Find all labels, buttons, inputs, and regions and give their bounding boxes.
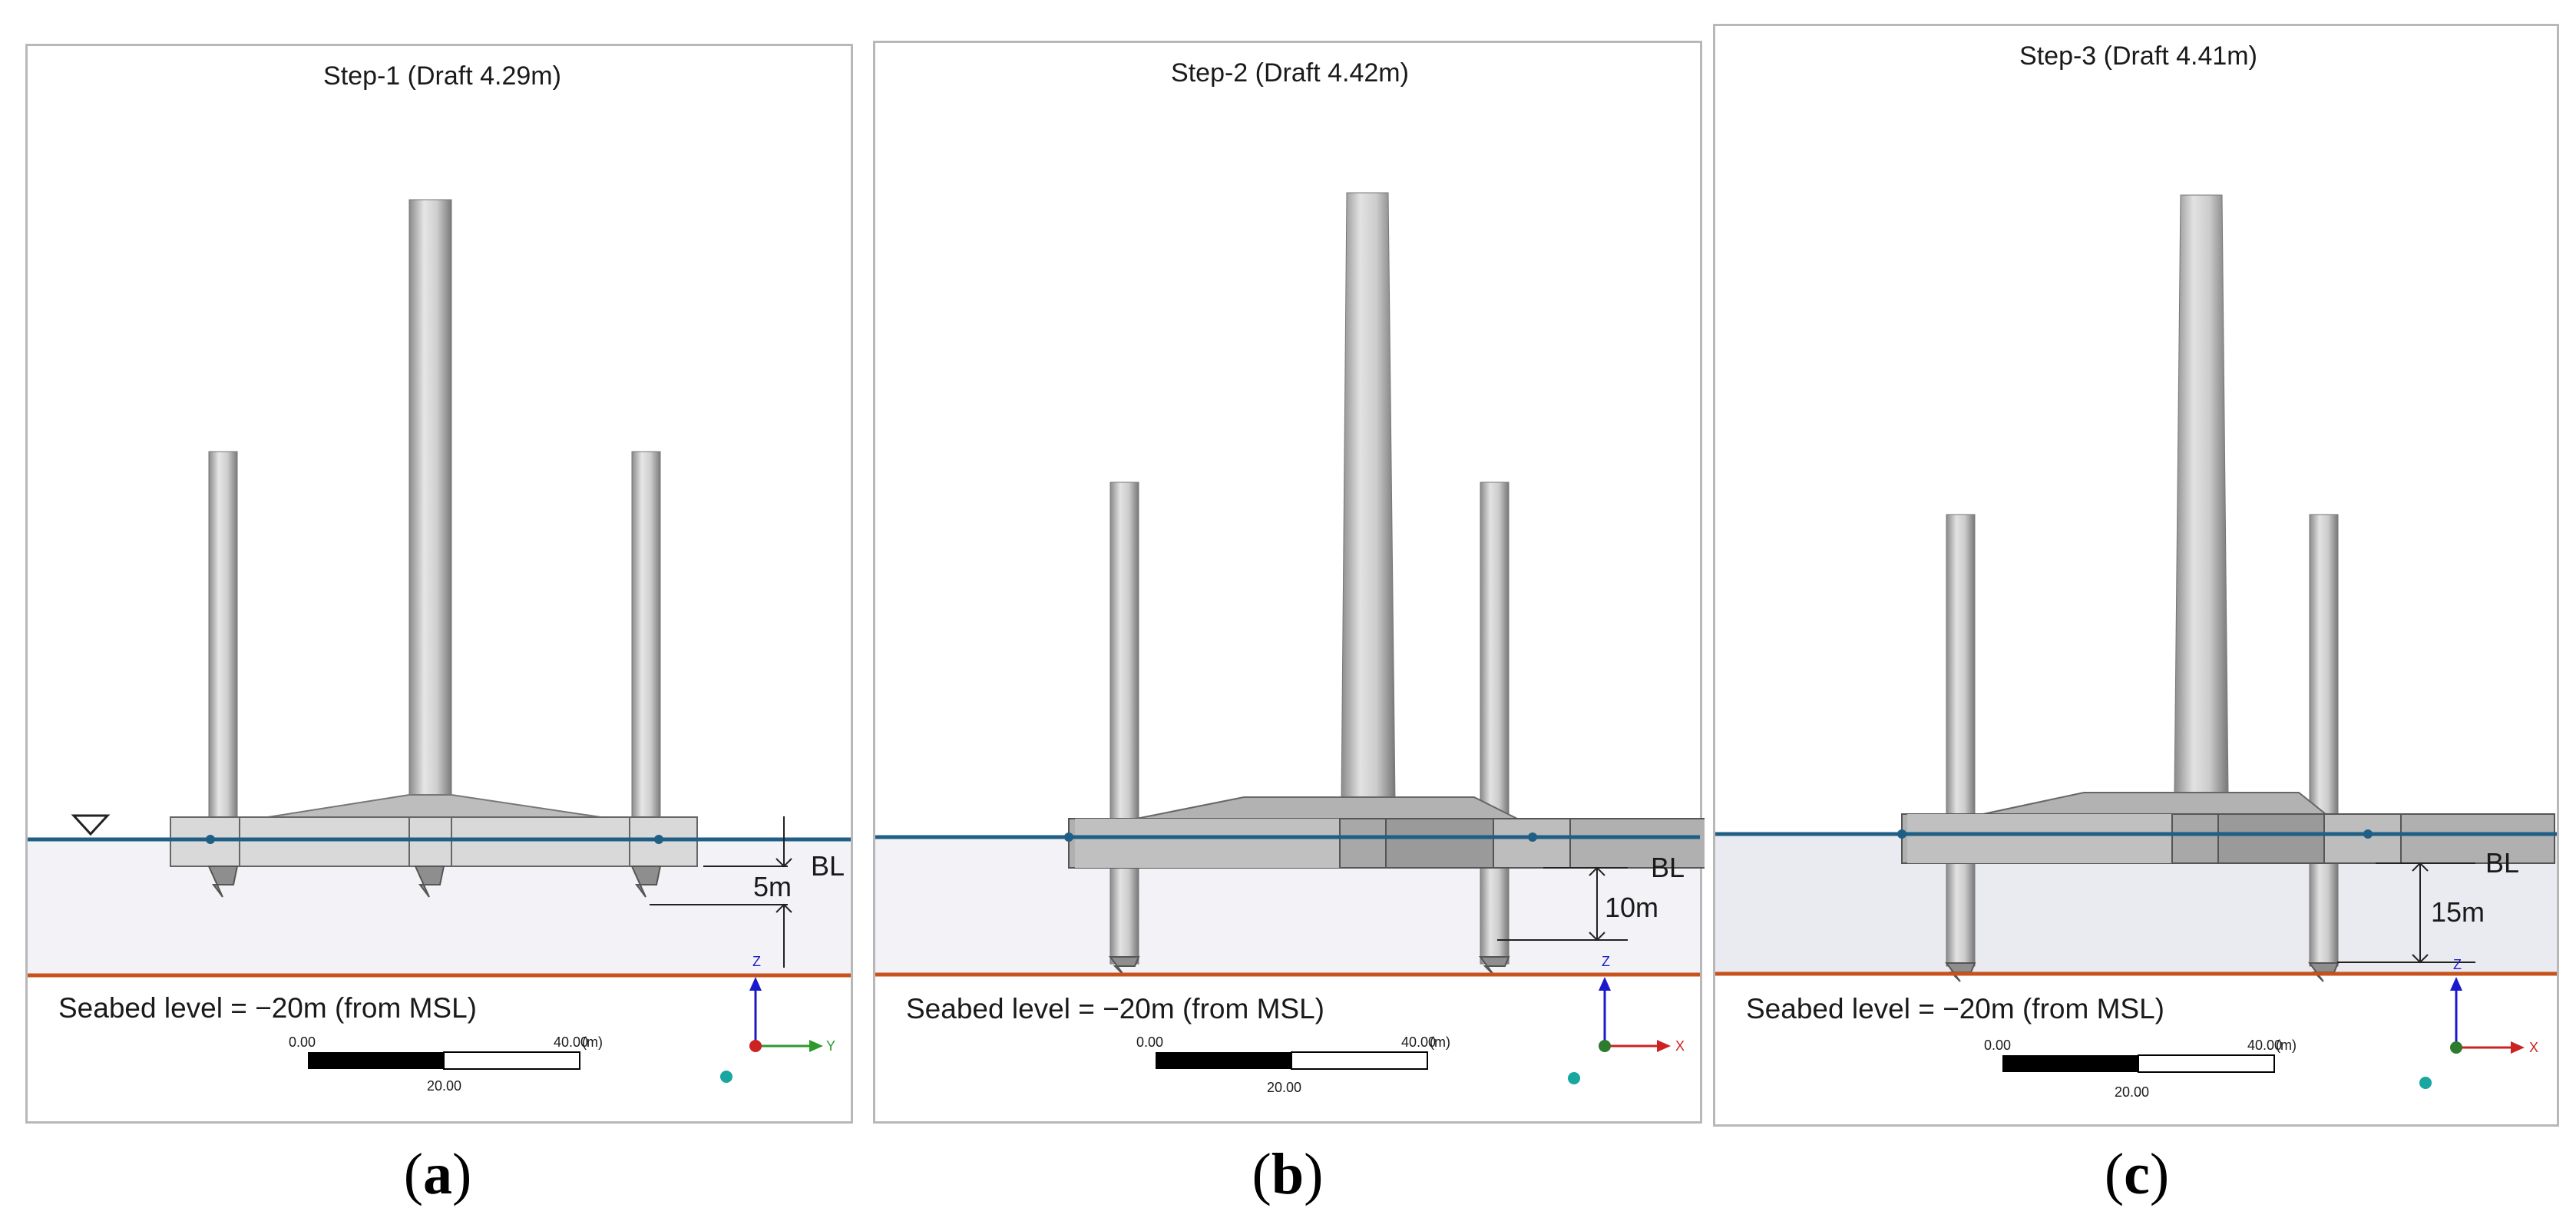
suction-tip-right [1479,956,1510,976]
central-tower [2174,194,2229,793]
axis-z-label: Z [752,954,761,969]
axis-y-label: Y [826,1038,835,1054]
scale-start-label: 0.00 [1984,1038,2011,1053]
view-orb [1568,1072,1580,1084]
scale-mid-label: 20.00 [1267,1080,1301,1095]
dimension-ref-label: BL [811,850,845,882]
seabed-label: Seabed level = −20m (from MSL) [906,993,1324,1024]
panel-step-3: Step-3 (Draft 4.41m) Seabed level = −20m… [1713,24,2559,1127]
side-column-right [631,451,661,867]
caption-c: (c) [2104,1142,2170,1206]
diagram-step-1: Step-1 (Draft 4.29m) Seabed level = −20m… [28,61,851,1094]
panel-title: Step-2 (Draft 4.42m) [1171,58,1409,88]
pontoon-slope [1128,796,1521,821]
caption-a: (a) [403,1142,472,1206]
scale-mid-label: 20.00 [427,1078,461,1094]
water-level-symbol [71,814,111,836]
scale-start-label: 0.00 [1136,1034,1163,1050]
dimension-value: 5m [753,871,792,902]
suction-tip-center [414,866,445,898]
dimension-ref-label: BL [2485,847,2519,879]
view-orb [720,1071,732,1083]
dimension-ref-label: BL [1651,852,1685,883]
side-column-left [1946,514,1976,967]
scale-end-label: 40.00 [554,1034,588,1050]
scale-unit-label: (m) [2276,1038,2297,1053]
side-column-left [1109,482,1139,965]
pontoon-slope [257,794,612,819]
scale-unit-label: (m) [582,1034,603,1050]
panel-step-2: Step-2 (Draft 4.42m) Seabed level = −20m… [873,41,1705,1124]
diagram-step-2: Step-2 (Draft 4.42m) Seabed level = −20m… [875,58,1705,1095]
scale-start-label: 0.00 [289,1034,316,1050]
side-column-right [1480,482,1510,965]
axis-z-label: Z [2453,957,2462,972]
side-column-right [2309,514,2339,967]
panel-title: Step-1 (Draft 4.29m) [323,61,561,91]
scale-end-label: 40.00 [2247,1038,2282,1053]
scale-bar-dark [308,1052,444,1069]
axis-x-label: X [1675,1038,1685,1054]
dimension-value: 15m [2431,896,2485,928]
pontoon [170,816,698,867]
axis-z-label: Z [1602,954,1610,969]
view-orb [2419,1077,2432,1089]
seabed-label: Seabed level = −20m (from MSL) [58,992,477,1024]
diagram-step-3: Step-3 (Draft 4.41m) Seabed level = −20m… [1715,41,2557,1100]
scale-bar-light [443,1051,580,1070]
panel-title: Step-3 (Draft 4.41m) [2019,41,2257,71]
scale-bar-dark [1156,1052,1291,1069]
suction-tip-left [207,866,239,898]
suction-tip-right [630,866,662,898]
seabed-label: Seabed level = −20m (from MSL) [1746,993,2164,1024]
suction-tip-left [1109,956,1140,976]
panel-step-1: Step-1 (Draft 4.29m) Seabed level = −20m… [25,44,853,1124]
scale-bar-light [2138,1054,2275,1073]
scale-mid-label: 20.00 [2115,1084,2149,1100]
scale-end-label: 40.00 [1401,1034,1436,1050]
scale-bar-light [1291,1051,1428,1070]
side-column-left [208,451,238,867]
caption-b: (b) [1252,1142,1324,1206]
axis-x-label: X [2529,1040,2538,1055]
scale-bar-dark [2002,1055,2138,1072]
central-tower [408,199,452,830]
central-tower [1341,192,1396,801]
dimension-value: 10m [1605,892,1658,923]
scale-unit-label: (m) [1430,1034,1450,1050]
